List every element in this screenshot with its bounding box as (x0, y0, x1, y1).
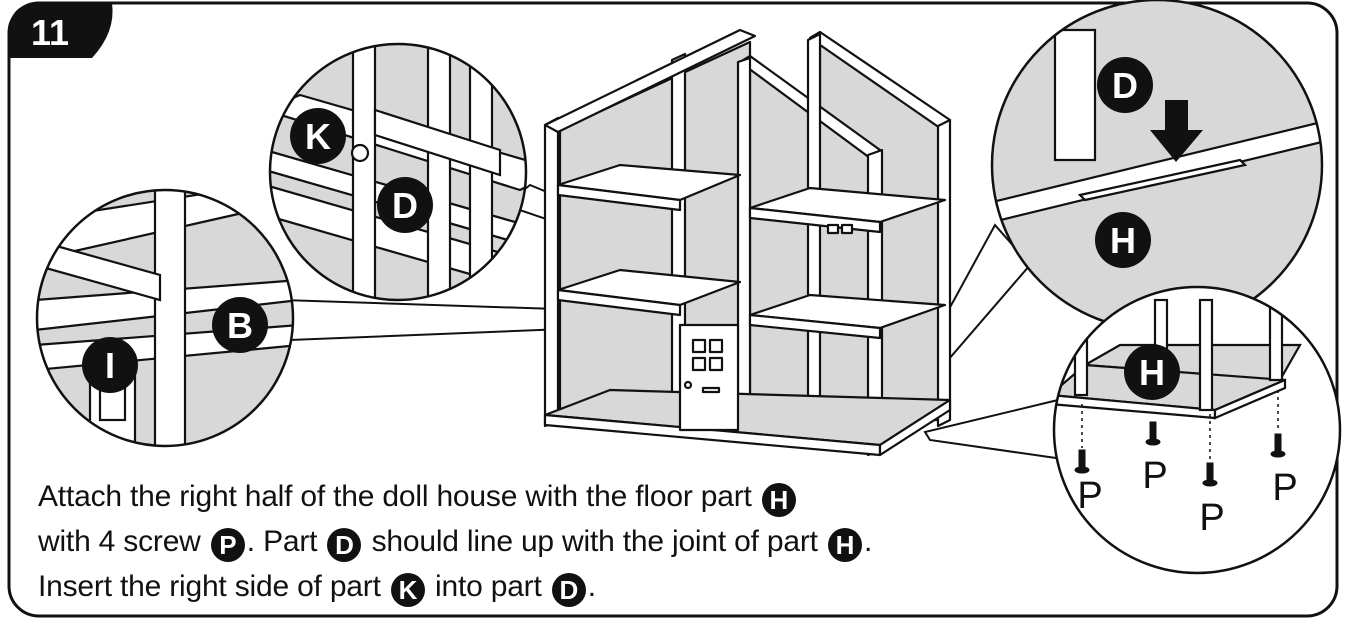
instruction-line-1: Attach the right half of the doll house … (38, 474, 1058, 519)
screw-label-1: P (1077, 475, 1102, 517)
step-border (7, 1, 1339, 618)
part-d-chip-2: D (551, 573, 586, 607)
step-number: 11 (31, 12, 69, 53)
instruction-line-2: with 4 screw P. Part D should line up wi… (38, 525, 873, 562)
part-k-marker (290, 108, 346, 164)
part-b-marker (212, 297, 268, 353)
screw-label-2: P (1142, 455, 1167, 497)
part-h-chip-2: H (827, 528, 862, 562)
svg-text:D: D (1112, 65, 1138, 106)
screw-label-3: P (1199, 497, 1224, 539)
part-h-marker-right (1095, 212, 1151, 268)
screw-icons (1074, 421, 1286, 487)
part-p-chip: P (210, 528, 245, 562)
svg-text:K: K (305, 116, 331, 157)
callout-h: P P P P H (1052, 285, 1342, 575)
part-d-marker-right (1097, 57, 1153, 113)
part-i-marker (82, 337, 138, 393)
part-h-chip: H (761, 483, 796, 517)
part-d-chip: D (327, 528, 362, 562)
svg-text:B: B (227, 305, 253, 346)
svg-text:D: D (392, 185, 418, 226)
screw-label-4: P (1272, 467, 1297, 509)
svg-text:H: H (1110, 220, 1136, 261)
callout-b: B I (35, 188, 295, 448)
screw-guides (1081, 390, 1279, 462)
step-number-tab (9, 3, 113, 58)
svg-text:H: H (1139, 352, 1165, 393)
part-d-marker (377, 177, 433, 233)
instruction-text: Attach the right half of the doll house … (38, 474, 1058, 609)
part-k-chip: K (390, 573, 425, 607)
down-arrow-icon (1150, 100, 1203, 162)
callout-d: D H (990, 0, 1324, 332)
doll-house-frame (543, 28, 952, 457)
callout-k: K D (268, 42, 528, 302)
svg-text:I: I (105, 345, 115, 386)
part-h-marker-bottom (1124, 344, 1180, 400)
instruction-line-3: Insert the right side of part K into par… (38, 570, 596, 607)
